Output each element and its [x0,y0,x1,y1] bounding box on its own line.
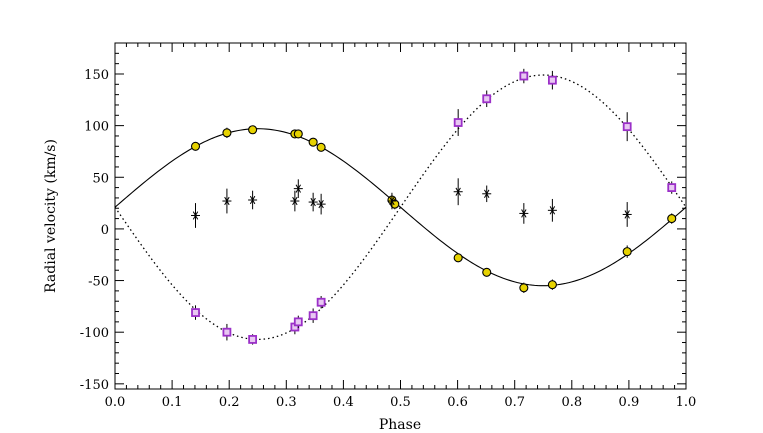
primary-orbit-curve [114,128,687,287]
primary-rv-point [308,137,318,147]
asterisk-stroke [295,184,301,193]
asterisk-stroke [484,189,490,198]
tertiary-rv-point [519,209,529,218]
asterisk-stroke [310,197,316,207]
x-tick-label: 0.0 [105,395,126,410]
tertiary-rv-point [387,196,397,206]
x-tick-label: 0.3 [276,395,297,410]
asterisk-stroke [224,196,230,206]
primary-rv-point [293,129,303,139]
tertiary-rv-point [191,211,201,220]
model-curves [114,74,687,341]
data-points [190,68,677,345]
tertiary-rv-point [222,196,232,206]
asterisk-stroke [549,206,556,215]
secondary-rv-point [248,335,258,344]
asterisk-stroke [389,196,395,206]
secondary-rv-point [667,183,677,192]
asterisk-stroke [318,199,324,209]
asterisk-stroke [292,196,298,206]
primary-rv-point [519,283,529,293]
primary-rv-point [453,253,463,263]
primary-rv-point [482,267,492,277]
secondary-rv-point [293,317,303,327]
tertiary-rv-point [316,199,326,209]
y-tick-label: 100 [84,120,109,135]
y-tick-label: -100 [80,326,109,341]
primary-rv-point [248,125,258,135]
asterisk-stroke [521,209,527,218]
secondary-rv-point [308,311,318,321]
tertiary-rv-point [622,210,632,219]
tertiary-rv-point [293,184,303,193]
x-axis-title: Phase [379,417,421,433]
y-tick-label: -150 [80,378,109,393]
y-tick-label: 50 [92,171,109,186]
primary-rv-point [222,128,232,138]
secondary-rv-point [482,94,492,104]
tertiary-rv-point [453,187,463,196]
asterisk-stroke [455,187,461,196]
secondary-rv-point [622,122,632,132]
x-tick-label: 0.4 [333,395,354,410]
secondary-rv-point [222,327,232,337]
primary-rv-point [547,280,557,290]
x-tick-label: 0.2 [219,395,240,410]
asterisk-stroke [624,210,630,219]
asterisk-stroke [192,211,199,220]
tertiary-rv-point [482,189,492,198]
x-tick-label: 0.8 [561,395,582,410]
tertiary-rv-point [308,197,318,207]
axis-ticks: 0.0 0.1 0.2 0.3 0.4 0.5 0.6 0.7 0.8 0.9 1.0 -150 -10… [80,43,697,410]
secondary-rv-point [519,71,529,81]
tertiary-rv-point [290,196,300,206]
y-axis-title: Radial velocity (km/s) [43,139,59,293]
x-tick-label: 0.9 [619,395,640,410]
asterisk-stroke [249,195,256,205]
plot-frame [114,42,687,390]
secondary-rv-point [191,308,200,317]
x-tick-label: 0.6 [447,395,468,410]
primary-rv-point [190,141,201,151]
x-tick-label: 0.1 [162,395,183,410]
x-tick-label: 0.5 [390,395,411,410]
secondary-rv-point [453,118,463,127]
secondary-rv-point [547,75,557,85]
tertiary-rv-point [547,206,557,215]
y-tick-label: -50 [88,275,109,290]
x-tick-label: 0.7 [504,395,525,410]
x-tick-label: 1.0 [676,395,697,410]
primary-rv-point [622,247,632,257]
secondary-rv-point [316,297,326,307]
y-tick-label: 0 [101,223,109,238]
y-tick-label: 150 [84,68,109,83]
primary-rv-point [316,142,326,152]
secondary-orbit-curve [114,74,687,341]
tertiary-rv-point [248,195,258,205]
primary-rv-point [667,214,677,224]
